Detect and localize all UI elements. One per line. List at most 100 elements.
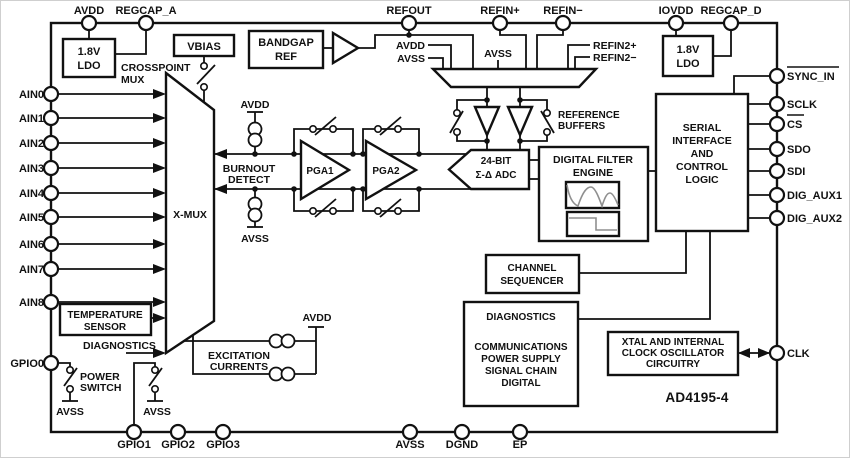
power-switch-line1: POWER <box>80 371 120 383</box>
pin-label-gpio3: GPIO3 <box>206 439 240 451</box>
refmux-avss-center-label: AVSS <box>484 48 512 60</box>
pin-gpio3 <box>214 423 232 441</box>
reference-mux-block <box>430 67 599 89</box>
pin-clk <box>768 344 786 362</box>
excitation-line2: CURRENTS <box>210 361 268 373</box>
refin2-plus-label: REFIN2+ <box>593 40 636 52</box>
pin-avdd <box>80 14 98 32</box>
pga2-block <box>364 138 419 202</box>
pin-label-sdo: SDO <box>787 144 811 156</box>
channel-sequencer-block <box>484 253 581 295</box>
pin-sdo <box>768 140 786 158</box>
pin-gpio1 <box>125 423 143 441</box>
ldo-a-line2: LDO <box>77 60 101 72</box>
pin-label-regcap-d: REGCAP_D <box>700 5 761 17</box>
crosspoint-line2: MUX <box>121 74 144 86</box>
pin-ain8 <box>42 293 60 311</box>
vbias-label: VBIAS <box>187 41 221 53</box>
pin-label-avss-bottom: AVSS <box>395 439 424 451</box>
pin-label-sdi: SDI <box>787 166 805 178</box>
pin-label-sync-in: SYNC_IN <box>787 71 835 83</box>
pga1-label: PGA1 <box>306 166 334 177</box>
bandgap-block <box>247 29 325 70</box>
pin-ain0 <box>42 85 60 103</box>
pin-label-ain4: AIN4 <box>19 188 45 200</box>
pin-label-refout: REFOUT <box>386 5 432 17</box>
pin-refin-minus <box>554 14 572 32</box>
pin-label-gpio2: GPIO2 <box>161 439 195 451</box>
diagnostics-line4: DIGITAL <box>501 378 540 389</box>
bandgap-buffer-amp <box>331 30 361 66</box>
excitation-avdd-label: AVDD <box>303 312 332 324</box>
switch-contacts <box>66 61 551 393</box>
burnout-arrowheads <box>214 149 227 194</box>
pin-label-ain6: AIN6 <box>19 239 44 251</box>
pin-cs <box>768 115 786 133</box>
pin-label-dgnd: DGND <box>446 439 478 451</box>
labels: AVDD REGCAP_A REFOUT REFIN+ REFIN− IOVDD… <box>10 5 842 451</box>
pin-ep <box>511 423 529 441</box>
xmux-block <box>164 70 216 356</box>
excitation-line1: EXCITATION <box>208 350 270 362</box>
channel-seq-line1: CHANNEL <box>508 263 557 274</box>
refmux-avdd-label: AVDD <box>396 40 425 52</box>
gpio0-avss-label: AVSS <box>56 406 84 418</box>
ldo-d-line2: LDO <box>676 58 700 70</box>
pin-label-ain7: AIN7 <box>19 264 44 276</box>
pin-label-gpio1: GPIO1 <box>117 439 151 451</box>
pin-label-sclk: SCLK <box>787 99 817 111</box>
pin-dig-aux1 <box>768 186 786 204</box>
pin-ain1 <box>42 109 60 127</box>
sinc-response-trace <box>566 184 619 209</box>
pin-label-dig-aux2: DIG_AUX2 <box>787 213 842 225</box>
diagnostics-block <box>462 300 580 408</box>
bandgap-line2: REF <box>275 51 297 63</box>
reference-buffer-right <box>506 105 534 139</box>
filter-line2: ENGINE <box>573 167 613 179</box>
channel-seq-line2: SEQUENCER <box>500 276 564 287</box>
temp-sensor-line1: TEMPERATURE <box>67 310 143 321</box>
xtal-line2: CLOCK OSCILLATOR <box>622 348 725 359</box>
pin-regcap-a <box>137 14 155 32</box>
pin-regcap-d <box>722 14 740 32</box>
serial-line5: LOGIC <box>685 174 719 186</box>
pin-label-refin-plus: REFIN+ <box>480 5 519 17</box>
pin-dgnd <box>453 423 471 441</box>
diagnostics-line3: SIGNAL CHAIN <box>485 366 557 377</box>
ldo-a-block <box>61 37 117 79</box>
pin-sync-in <box>768 67 786 85</box>
pin-label-ain1: AIN1 <box>19 113 44 125</box>
pin-avss <box>401 423 419 441</box>
serial-line3: AND <box>691 148 714 160</box>
burnout-avss-label: AVSS <box>241 233 269 245</box>
pin-ain6 <box>42 235 60 253</box>
serial-line1: SERIAL <box>683 122 722 134</box>
bandgap-line1: BANDGAP <box>258 37 314 49</box>
pin-ain7 <box>42 260 60 278</box>
pin-sdi <box>768 162 786 180</box>
xtal-line1: XTAL AND INTERNAL <box>622 337 725 348</box>
pin-iovdd <box>667 14 685 32</box>
pin-ain5 <box>42 208 60 226</box>
burnout-avdd-label: AVDD <box>241 99 270 111</box>
part-number: AD4195-4 <box>665 390 728 405</box>
pin-refout <box>400 14 418 32</box>
pga1-block <box>299 138 352 202</box>
analog-input-arrows <box>58 89 166 358</box>
diagnostics-line1: COMMUNICATIONS <box>474 342 567 353</box>
refin2-minus-label: REFIN2− <box>593 52 636 64</box>
pin-label-avdd: AVDD <box>74 5 104 17</box>
junction-dots <box>252 32 523 192</box>
xmux-label: X-MUX <box>173 209 207 221</box>
clk-arrowheads <box>738 348 770 358</box>
serial-line4: CONTROL <box>676 161 728 173</box>
pin-sclk <box>768 95 786 113</box>
xtal-line3: CIRCUITRY <box>646 359 700 370</box>
pin-label-ain2: AIN2 <box>19 138 44 150</box>
pins <box>42 14 786 441</box>
refmux-avss-label: AVSS <box>397 53 425 65</box>
current-sources <box>247 121 296 382</box>
adc-line2: Σ-Δ ADC <box>476 170 517 181</box>
pin-ain4 <box>42 184 60 202</box>
